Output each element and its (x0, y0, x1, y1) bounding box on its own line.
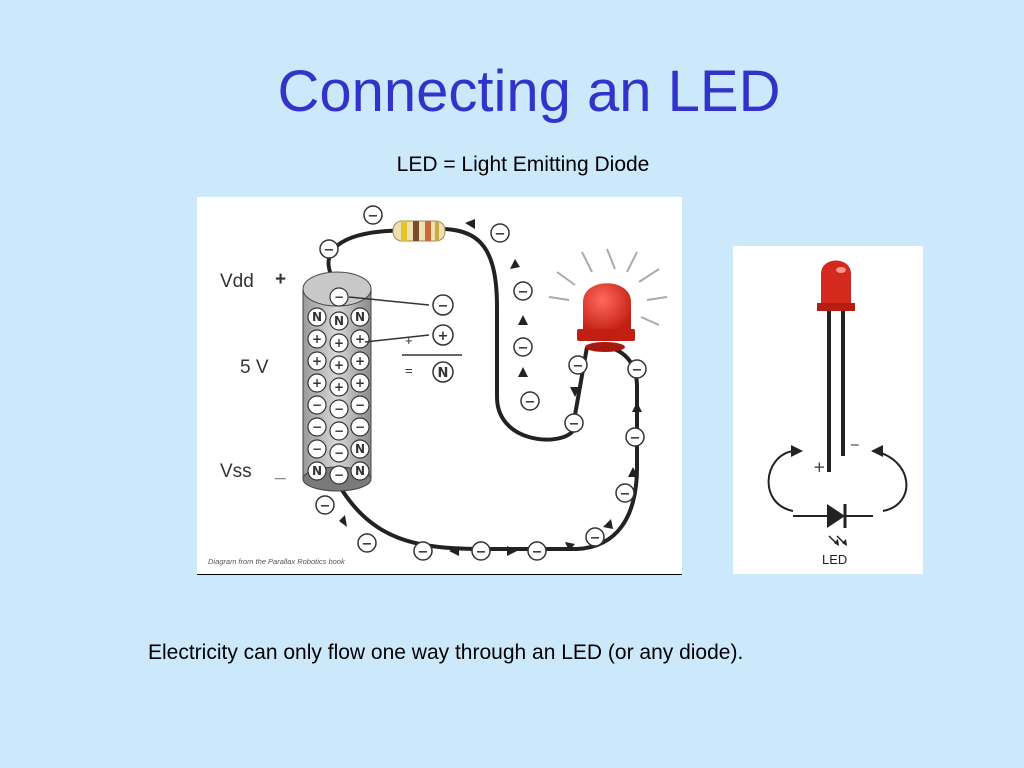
svg-text:+: + (355, 376, 365, 390)
slide-subtitle: LED = Light Emitting Diode (396, 153, 650, 176)
svg-text:N: N (355, 442, 365, 456)
svg-text:−: − (320, 499, 331, 514)
diode-symbol (793, 504, 873, 546)
circuit-wire (326, 226, 589, 442)
svg-text:−: − (569, 417, 580, 432)
svg-text:−: − (438, 299, 449, 314)
svg-text:N: N (312, 464, 322, 478)
svg-text:−: − (312, 398, 322, 412)
led-symbol-panel: + _ LED (733, 246, 923, 574)
led-plus-sign: + (813, 458, 826, 476)
led-label: LED (822, 552, 848, 567)
svg-text:+: + (334, 380, 344, 394)
svg-text:−: − (495, 227, 506, 242)
svg-text:N: N (355, 310, 365, 324)
svg-text:−: − (334, 290, 344, 304)
svg-text:−: − (525, 395, 536, 410)
svg-text:−: − (312, 442, 322, 456)
svg-text:+: + (312, 332, 322, 346)
slide-caption: Electricity can only flow one way throug… (148, 641, 744, 664)
svg-text:+: + (355, 332, 365, 346)
svg-text:N: N (438, 366, 449, 381)
led-symbol-drawing: + _ (767, 260, 908, 546)
svg-text:+: + (355, 354, 365, 368)
vdd-sign: + (275, 269, 287, 290)
svg-text:−: − (518, 285, 529, 300)
circuit-wire-return (335, 345, 639, 551)
svg-text:−: − (518, 341, 529, 356)
legend-plus: + (405, 333, 413, 348)
svg-text:+: + (438, 329, 449, 344)
resistor (392, 220, 446, 242)
voltage-label: 5 V (240, 357, 269, 378)
svg-text:−: − (324, 243, 335, 258)
svg-text:−: − (334, 468, 344, 482)
svg-text:−: − (532, 545, 543, 560)
svg-text:N: N (355, 464, 365, 478)
diagram-credit: Diagram from the Parallax Robotics book (208, 557, 345, 566)
svg-text:−: − (632, 363, 643, 378)
electron-markers (315, 205, 647, 561)
svg-text:−: − (334, 446, 344, 460)
vss-label: Vss (220, 461, 252, 482)
svg-text:−: − (418, 545, 429, 560)
svg-text:+: + (312, 376, 322, 390)
led-component (817, 260, 855, 472)
svg-text:−: − (368, 209, 379, 224)
svg-text:+: + (334, 358, 344, 372)
led-minus-sign: _ (850, 428, 859, 447)
svg-text:−: − (334, 402, 344, 416)
legend-equals: = (405, 363, 413, 378)
vss-sign: _ (275, 461, 286, 482)
svg-text:−: − (630, 431, 641, 446)
current-arrow-left (767, 450, 794, 512)
led-bulb (548, 248, 668, 352)
svg-text:−: − (355, 420, 365, 434)
svg-text:−: − (573, 359, 584, 374)
charge-legend (348, 294, 462, 383)
svg-text:−: − (334, 424, 344, 438)
svg-text:N: N (312, 310, 322, 324)
svg-text:−: − (620, 487, 631, 502)
svg-text:+: + (312, 354, 322, 368)
svg-text:−: − (355, 398, 365, 412)
svg-text:−: − (312, 420, 322, 434)
svg-text:−: − (590, 531, 601, 546)
vdd-label: Vdd (220, 271, 254, 292)
svg-text:−: − (362, 537, 373, 552)
svg-text:N: N (334, 314, 344, 328)
current-arrow-right (872, 450, 908, 512)
svg-text:+: + (334, 336, 344, 350)
svg-text:−: − (476, 545, 487, 560)
slide-title: Connecting an LED (277, 59, 781, 124)
flow-arrows (339, 219, 642, 556)
